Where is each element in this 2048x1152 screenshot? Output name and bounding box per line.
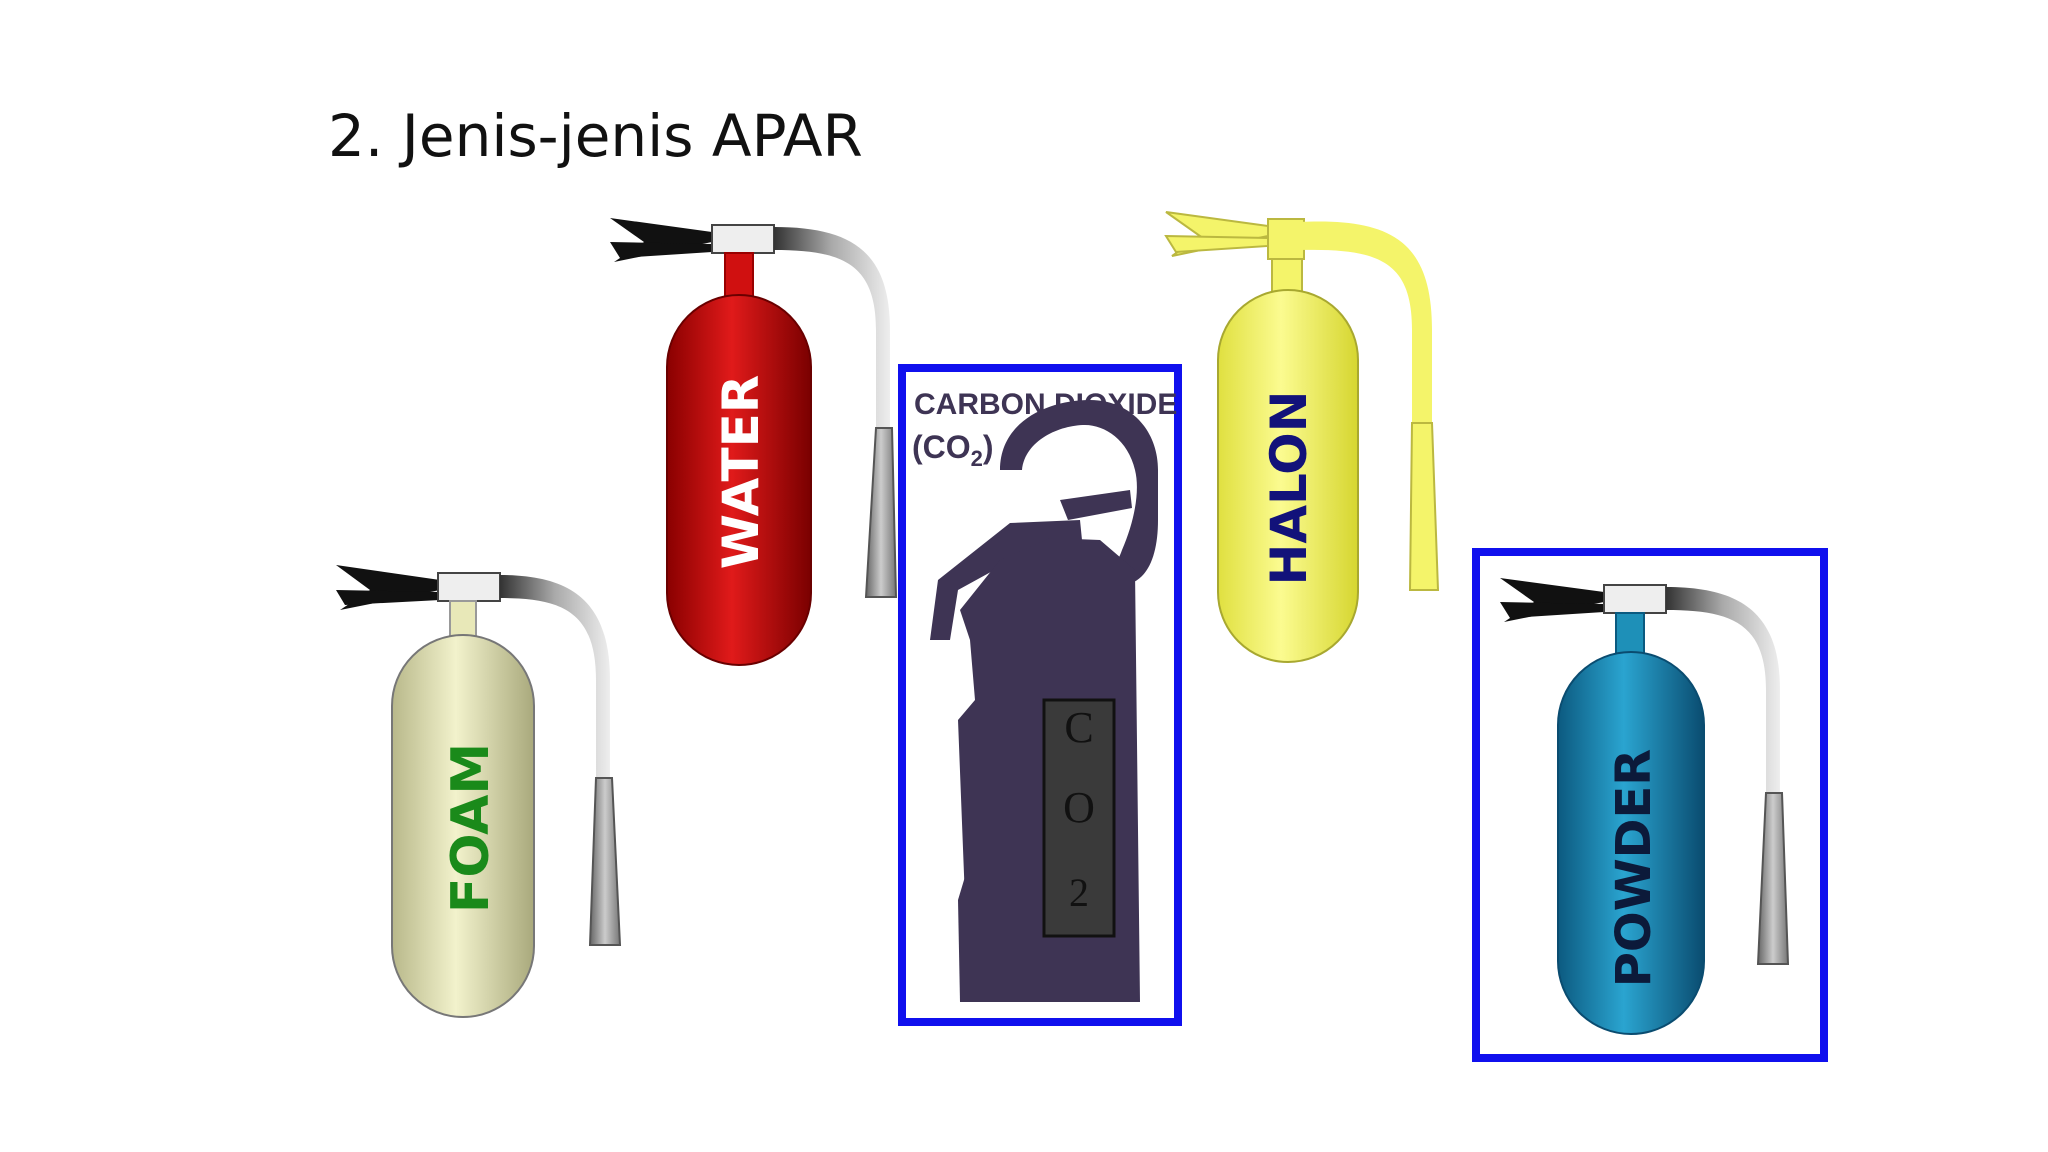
fire-extinguisher-icon [1500, 578, 1790, 1035]
co2-letter-2: 2 [1069, 870, 1089, 915]
fire-extinguisher-icon [336, 565, 622, 1018]
water-label: WATER [712, 375, 770, 569]
co2-cylinder-plate [1042, 698, 1116, 938]
halon-label: HALON [1260, 391, 1318, 586]
co2-formula: (CO2) [912, 429, 994, 471]
slide-title: 2. Jenis-jenis APAR [328, 102, 863, 170]
co2-letter-o: O [1063, 783, 1095, 832]
water-extinguisher: WATER [610, 218, 898, 666]
powder-extinguisher: POWDER [1472, 548, 1828, 1062]
co2-letter-c: C [1064, 703, 1093, 752]
fire-extinguisher-icon [610, 218, 898, 666]
fire-extinguisher-icon [1164, 211, 1440, 663]
foam-label: FOAM [441, 743, 501, 913]
halon-extinguisher: HALON [1164, 211, 1440, 663]
foam-extinguisher: FOAM [336, 565, 622, 1018]
powder-label: POWDER [1606, 749, 1662, 988]
co2-panel: CARBON DIOXIDE (CO2) C O 2 [898, 364, 1182, 1026]
